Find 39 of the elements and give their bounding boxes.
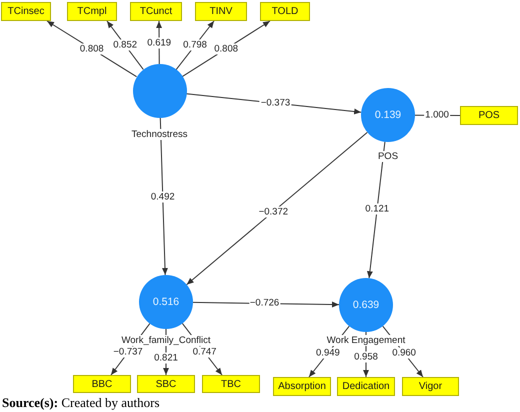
indicator-box: TOLD [260,2,310,21]
indicator-box: TCinsec [1,2,51,21]
edge-label: 0.949 [315,348,341,359]
edge-label: −0.373 [260,98,292,109]
value-label: 0.639 [352,299,380,311]
value-label: 0.516 [152,296,180,308]
edge-label: 0.808 [213,43,240,54]
indicator-box: Absorption [273,377,331,396]
arrow [160,118,168,276]
value-label: 0.139 [374,109,402,121]
indicator-box: TCunct [130,2,182,21]
edge-label: −0.372 [258,206,290,218]
indicator-box: TBC [202,375,260,393]
edge-label: 0.798 [182,40,208,51]
arrow [186,132,368,286]
construct-name: Technostress [130,128,188,140]
edge-label: 0.821 [153,352,179,364]
edge-label: 0.747 [192,346,218,358]
edge-label: 0.121 [364,203,390,214]
edge-label: 0.808 [78,43,105,54]
indicator-box: Vigor [402,377,459,396]
construct-name: Work_family_Conflict [120,334,212,346]
indicator-box: TCmpl [67,2,117,21]
edge-label: −0.726 [248,298,280,309]
edge-label: 0.852 [112,40,138,51]
edge-label: −0.737 [112,346,144,358]
arrow [366,141,386,279]
indicator-box: TINV [195,2,247,21]
edge-label: 0.619 [146,37,172,48]
indicator-box: POS [460,106,518,125]
indicator-box: BBC [73,375,131,393]
construct-name: Work Engagement [326,334,406,346]
construct-name: POS [376,150,400,162]
indicator-box: SBC [137,375,195,393]
indicator-box: Dedication [337,377,395,396]
edge-label: 0.492 [150,191,176,202]
edge-label: 0.960 [391,348,417,359]
edge-label: 0.958 [353,352,379,363]
source-note: Source(s): Created by authors [2,395,160,410]
